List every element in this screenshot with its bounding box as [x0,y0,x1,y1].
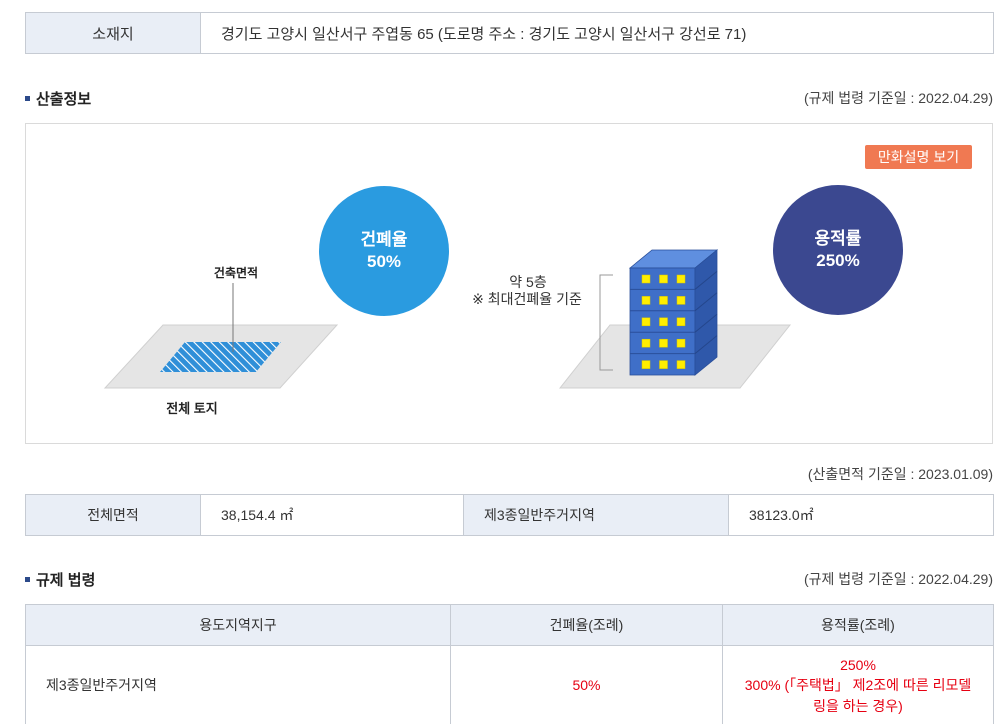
regulation-table: 용도지역지구 건폐율(조례) 용적률(조례) 제3종일반주거지역 50% 250… [25,604,994,724]
area-base-date-note: (산출면적 기준일 : 2023.01.09) [807,466,993,482]
building-window [641,274,651,284]
location-value: 경기도 고양시 일산서구 주엽동 65 (도로명 주소 : 경기도 고양시 일산… [200,12,994,54]
header-zone: 용도지역지구 [25,604,451,646]
building-side-floor-line [694,271,718,290]
building-window [659,296,668,305]
regulation-section-title: 규제 법령 [36,571,96,589]
regulation-base-date-note: (규제 법령 기준일 : 2022.04.29) [803,571,993,587]
building-window [659,274,668,284]
row-floor-area-ratio: 250% 300% (「주택법」 제2조에 따른 리모델링을 하는 경우) [722,645,994,724]
square-bullet-icon [25,95,30,101]
floors-label: 약 5층 [509,274,547,290]
comic-explanation-button[interactable]: 만화설명 보기 [865,145,972,169]
building-side-face [694,249,718,376]
building-window [676,317,686,327]
regulation-section-header: 규제 법령 (규제 법령 기준일 : 2022.04.29) [25,568,993,590]
building-window [641,296,651,305]
coverage-ratio-label: 건폐율 [360,230,408,249]
calc-section-header: 산출정보 (규제 법령 기준일 : 2022.04.29) [25,87,993,109]
row-coverage-ratio: 50% [450,645,723,724]
building-area-label: 건축면적 [213,266,259,280]
building-side-floor-line [694,292,718,312]
building-window [641,338,651,348]
building-side-floor-line [694,335,718,354]
floor-area-ratio-circle: 용적률 250% [773,185,903,315]
calc-section-title-group: 산출정보 [25,88,91,109]
zone-area-value: 38123.0㎡ [728,494,994,536]
building-window [676,296,686,305]
total-area-value: 38,154.4 ㎡ [200,494,464,536]
row-zone: 제3종일반주거지역 [25,645,451,724]
coverage-ratio-value: 50% [366,252,402,271]
building-window [659,338,668,348]
header-floor-area-ratio: 용적률(조례) [722,604,994,646]
zone-name: 제3종일반주거지역 [463,494,729,536]
building-window [659,360,668,369]
total-area-label: 전체면적 [25,494,201,536]
far-remodel-value: 300% (「주택법」 제2조에 따른 리모델링을 하는 경우) [744,677,972,714]
building-area-shape [160,342,281,372]
floor-area-ratio-label: 용적률 [814,229,862,248]
location-label: 소재지 [25,12,201,54]
building [628,249,719,376]
regulation-header-row: 용도지역지구 건폐율(조례) 용적률(조례) [25,604,994,646]
header-coverage-ratio: 건폐율(조례) [450,604,723,646]
area-row: 전체면적 38,154.4 ㎡ 제3종일반주거지역 38123.0㎡ [25,494,994,536]
area-table: 전체면적 38,154.4 ㎡ 제3종일반주거지역 38123.0㎡ [25,494,994,536]
regulation-section-title-group: 규제 법령 [25,569,95,590]
location-table: 소재지 경기도 고양시 일산서구 주엽동 65 (도로명 주소 : 경기도 고양… [25,12,994,54]
calc-illustration-panel: 만화설명 보기 건폐율 50% 용적률 250% 건축면적 전체 토지 약 5층… [25,123,993,444]
calc-section-title: 산출정보 [36,90,92,108]
coverage-ratio-circle: 건폐율 50% [319,186,449,316]
far-base-value: 250% [840,656,876,673]
building-window [676,338,686,348]
location-row: 소재지 경기도 고양시 일산서구 주엽동 65 (도로명 주소 : 경기도 고양… [25,12,994,54]
square-bullet-icon [25,576,30,582]
building-window [641,317,651,327]
building-window [641,360,651,369]
calc-base-date-note: (규제 법령 기준일 : 2022.04.29) [803,90,993,106]
total-land-label: 전체 토지 [166,401,218,416]
building-side-floor-line [694,313,718,333]
building-window [676,360,686,369]
floor-height-bracket [599,274,613,371]
building-window [676,274,686,284]
table-row: 제3종일반주거지역 50% 250% 300% (「주택법」 제2조에 따른 리… [25,645,994,724]
building-window [659,317,668,327]
floor-area-ratio-value: 250% [816,251,860,270]
floors-note: ※ 최대건폐율 기준 [472,291,582,307]
building-floors [630,271,718,369]
calc-illustration [103,249,792,389]
